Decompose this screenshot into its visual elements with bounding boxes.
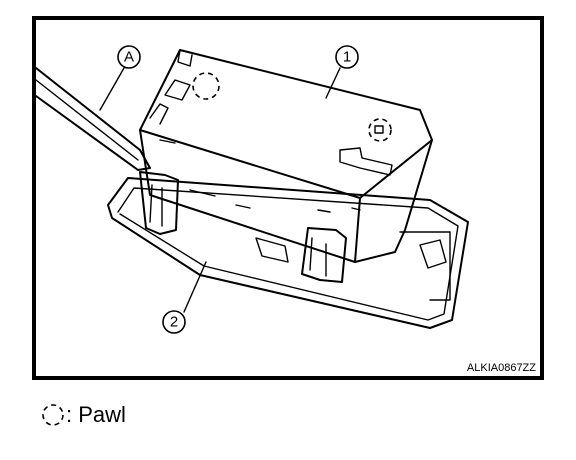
dashed-circle-icon [42,404,64,426]
callout-a: A [117,45,141,69]
legend: : Pawl [40,400,126,430]
pawl-marker [192,72,220,100]
removal-tool [35,67,151,171]
pawl-marker [368,118,392,142]
leader-line-a [99,67,125,111]
svg-text:2: 2 [170,314,178,331]
callout-1: 1 [335,45,359,69]
figure-code: ALKIA0867ZZ [467,362,536,374]
leader-line-2 [183,261,207,313]
base-plate [107,177,469,329]
switch-body [139,49,433,283]
figure-frame [32,16,544,380]
svg-text:A: A [124,49,134,66]
svg-text:1: 1 [343,49,351,66]
legend-label: : Pawl [66,402,126,427]
leader-line-1 [325,67,341,99]
callout-2: 2 [162,310,186,334]
